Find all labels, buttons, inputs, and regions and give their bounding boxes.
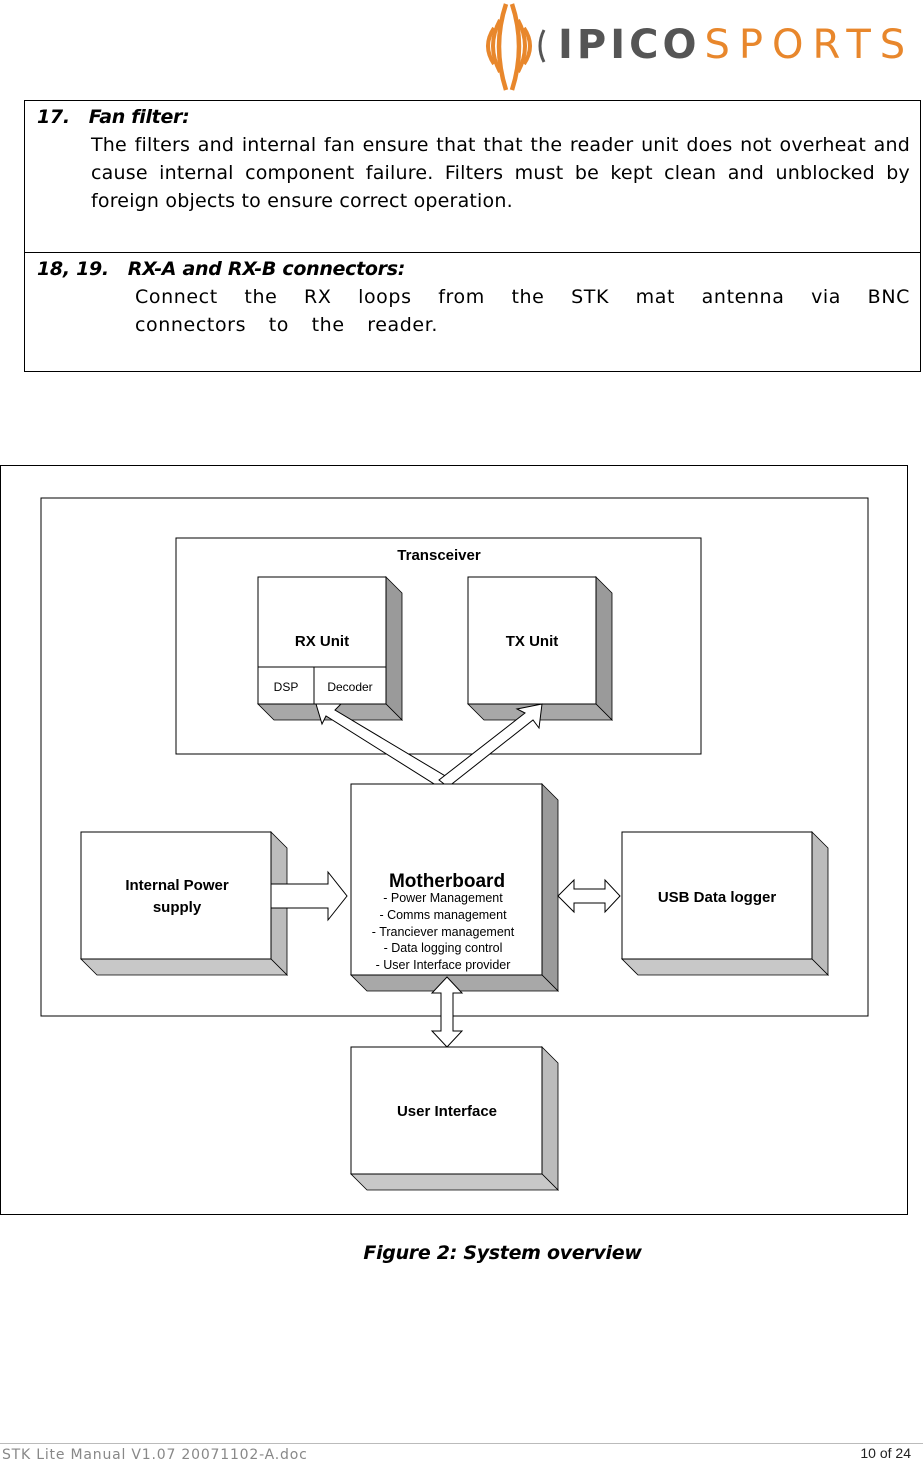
motherboard-block: Motherboard - Power Management - Comms m… — [350, 783, 559, 992]
rx-connectors-description: Connect the RX loops from the STK mat an… — [135, 286, 910, 336]
motherboard-usb-arrow — [557, 878, 621, 914]
transceiver-box — [175, 537, 702, 755]
internal-power-supply-block: Internal Power supply — [80, 831, 288, 976]
fan-filter-description: The filters and internal fan ensure that… — [91, 134, 910, 212]
transceiver-label: Transceiver — [397, 547, 481, 564]
figure-caption: Figure 2: System overview — [363, 1242, 642, 1264]
fan-filter-title: 17. Fan filter: — [37, 106, 190, 128]
logo-waves-icon — [486, 3, 546, 91]
usb-data-logger-block: USB Data logger — [621, 831, 829, 976]
table-row-rx-connectors: 18, 19. RX-A and RX-B connectors: Connec… — [25, 253, 920, 372]
motherboard-title: Motherboard — [389, 871, 505, 892]
power-supply-label-line2: supply — [153, 899, 202, 916]
decoder-label: Decoder — [327, 680, 372, 694]
footer-divider — [0, 1443, 923, 1444]
tx-unit-block: TX Unit — [467, 576, 613, 721]
dsp-label: DSP — [274, 680, 299, 694]
power-motherboard-arrow — [270, 870, 348, 922]
rx-connectors-title: 18, 19. RX-A and RX-B connectors: — [37, 258, 406, 280]
footer-document-name: STK Lite Manual V1.07 20071102-A.doc — [2, 1447, 308, 1463]
user-interface-label: User Interface — [397, 1103, 497, 1120]
user-interface-block: User Interface — [350, 1046, 559, 1191]
footer-page-number: 10 of 24 — [860, 1445, 911, 1461]
motherboard-item: - Power Management — [383, 891, 503, 905]
tx-unit-label: TX Unit — [506, 633, 559, 650]
rx-unit-label: RX Unit — [295, 633, 349, 650]
logo-text-secondary: SPORTS — [704, 22, 915, 68]
motherboard-item: - Tranciever management — [372, 925, 515, 939]
rx-unit-block: RX Unit DSP Decoder — [257, 576, 403, 721]
usb-logger-label: USB Data logger — [658, 889, 777, 906]
connector-info-table: 17. Fan filter: The filters and internal… — [24, 100, 921, 372]
logo-text-primary: IPICO — [558, 22, 701, 68]
table-row-fan-filter: 17. Fan filter: The filters and internal… — [25, 101, 920, 253]
motherboard-item: - User Interface provider — [376, 958, 511, 972]
system-overview-diagram: Transceiver RX Unit DSP Decoder TX Unit — [0, 465, 908, 1215]
power-supply-label-line1: Internal Power — [125, 877, 229, 894]
motherboard-item: - Comms management — [379, 908, 507, 922]
motherboard-item: - Data logging control — [384, 941, 503, 955]
